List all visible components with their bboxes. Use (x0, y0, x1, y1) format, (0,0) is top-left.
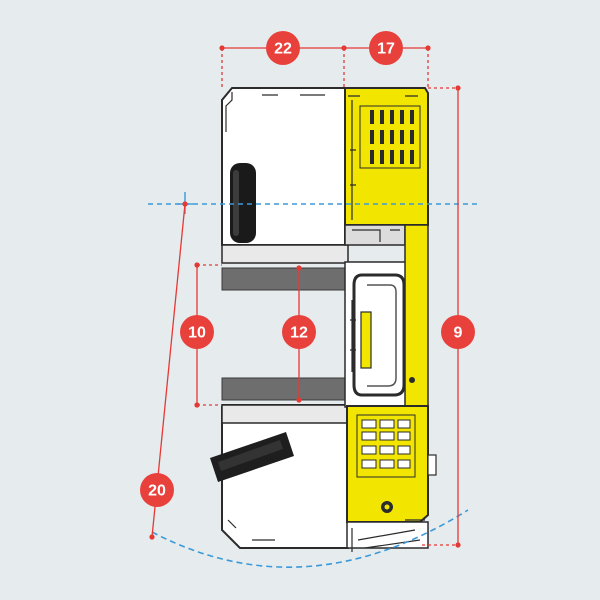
dimension-badge-turning-radius: 20 (140, 473, 174, 507)
hinge-block (344, 224, 406, 246)
fork-upper (221, 267, 348, 291)
dimension-label-top-left: 22 (274, 41, 292, 58)
dimension-badge-overall-length: 9 (441, 315, 475, 349)
fork-lower (221, 377, 348, 401)
mast-cylinder (360, 311, 372, 369)
hood-panel (359, 105, 421, 169)
dimension-badge-top-right: 17 (369, 31, 403, 65)
chassis-bottom (221, 404, 349, 549)
console-panel (356, 414, 416, 478)
mast-details (350, 300, 356, 372)
turning-radius-arc (151, 509, 469, 568)
dimension-badge-inner-height: 10 (180, 315, 214, 349)
drive-wheel-icon (230, 163, 256, 243)
machine-outline (210, 87, 437, 552)
dimension-label-overall-length: 9 (454, 325, 463, 342)
console-buttons (361, 419, 411, 469)
steering-knob-center (384, 504, 390, 510)
hood-edge-details (348, 95, 418, 220)
mast-chain-inner (367, 284, 397, 387)
chassis-bottom-detail (227, 519, 275, 541)
yellow-hood-top (344, 87, 429, 226)
mast-chain-loop (352, 273, 406, 397)
chassis-band (221, 244, 349, 264)
console-base-detail (351, 519, 425, 552)
dimension-endpoints (149, 45, 461, 548)
caster-wheel (210, 432, 294, 482)
chassis-bottom-band (221, 404, 349, 424)
hood-vents (370, 110, 414, 164)
dimension-badge-top-left: 22 (266, 31, 300, 65)
yellow-side-strip (404, 224, 429, 411)
side-bracket (427, 454, 437, 476)
hinge-detail (352, 229, 400, 242)
side-strip-knob (409, 377, 415, 383)
dimension-badge-fork-length: 12 (282, 315, 316, 349)
dimension-label-fork-length: 12 (290, 325, 308, 342)
dimension-label-inner-height: 10 (188, 325, 206, 342)
dimension-label-turning-radius: 20 (148, 483, 166, 500)
dimension-label-top-right: 17 (377, 41, 395, 58)
chassis-top-detail (225, 92, 325, 132)
